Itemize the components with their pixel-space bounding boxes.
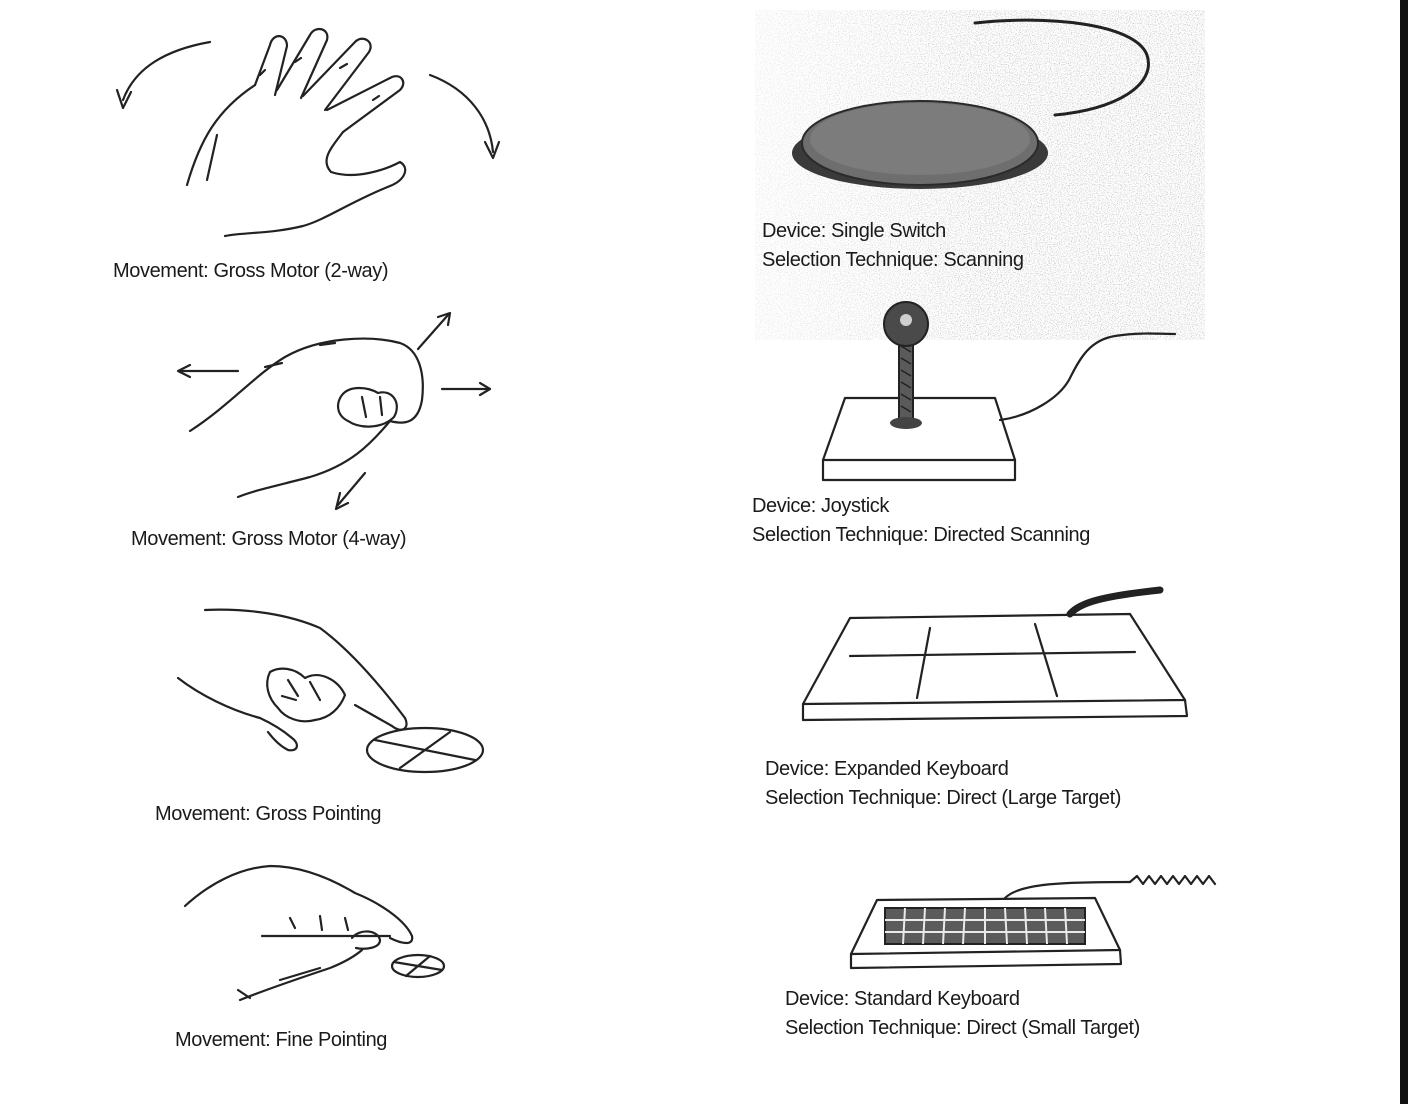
selection-technique: Selection Technique: Directed Scanning bbox=[752, 524, 1090, 546]
movement-caption-gross-pointing: Movement: Gross Pointing bbox=[155, 800, 381, 829]
movement-caption-gross-2way: Movement: Gross Motor (2-way) bbox=[113, 257, 389, 286]
hand-wave-icon bbox=[105, 20, 515, 250]
movement-label: Movement: Gross Motor (2-way) bbox=[113, 260, 389, 282]
movement-label: Movement: Gross Motor (4-way) bbox=[131, 528, 407, 550]
movement-label: Movement: Gross Pointing bbox=[155, 803, 382, 825]
device-name: Device: Expanded Keyboard bbox=[765, 758, 1009, 780]
selection-technique: Selection Technique: Scanning bbox=[762, 249, 1024, 271]
page-edge-border bbox=[1400, 0, 1408, 1104]
fist-directions-icon bbox=[170, 305, 500, 515]
hand-point-large-target-icon bbox=[170, 600, 500, 790]
device-caption-standard-keyboard: Device: Standard Keyboard Selection Tech… bbox=[785, 985, 1140, 1043]
expanded-keyboard-icon bbox=[795, 580, 1195, 725]
single-switch-icon bbox=[785, 15, 1165, 195]
selection-technique: Selection Technique: Direct (Large Targe… bbox=[765, 787, 1122, 809]
hand-point-small-target-icon bbox=[180, 858, 460, 1008]
device-caption-single-switch: Device: Single Switch Selection Techniqu… bbox=[762, 217, 1024, 275]
movement-label: Movement: Fine Pointing bbox=[175, 1029, 388, 1051]
device-name: Device: Joystick bbox=[752, 495, 889, 517]
device-caption-expanded-keyboard: Device: Expanded Keyboard Selection Tech… bbox=[765, 755, 1121, 813]
selection-technique: Selection Technique: Direct (Small Targe… bbox=[785, 1017, 1140, 1039]
movement-caption-gross-4way: Movement: Gross Motor (4-way) bbox=[131, 525, 407, 554]
device-caption-joystick: Device: Joystick Selection Technique: Di… bbox=[752, 492, 1090, 550]
device-name: Device: Single Switch bbox=[762, 220, 946, 242]
movement-caption-fine-pointing: Movement: Fine Pointing bbox=[175, 1026, 387, 1055]
device-name: Device: Standard Keyboard bbox=[785, 988, 1020, 1010]
joystick-icon bbox=[815, 298, 1185, 483]
standard-keyboard-icon bbox=[845, 868, 1225, 973]
